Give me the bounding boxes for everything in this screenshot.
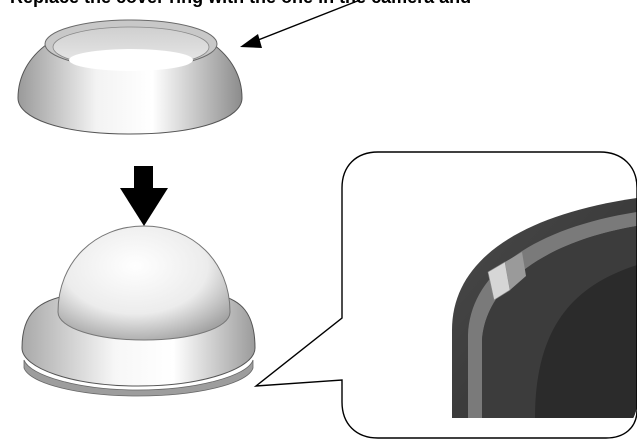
detail-callout [253, 151, 637, 439]
detail-view [342, 152, 637, 438]
dome-camera [21, 225, 256, 397]
instruction-caption: Replace the cover ring with the one in t… [10, 0, 570, 11]
leader-arrow [240, 0, 361, 48]
cover-ring [17, 19, 243, 135]
down-arrow [120, 166, 168, 226]
